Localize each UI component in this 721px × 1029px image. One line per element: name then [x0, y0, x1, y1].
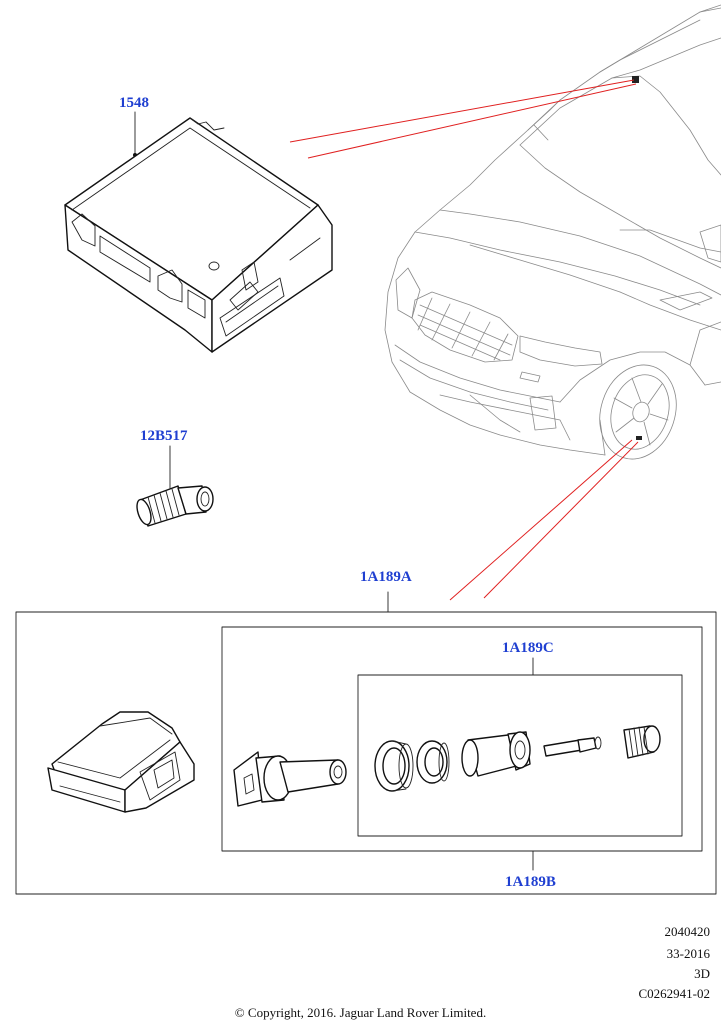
valve-stem-drawing: [233, 751, 347, 807]
vehicle-illustration: [384, 4, 721, 460]
callout-1a189b[interactable]: 1A189B: [505, 874, 556, 890]
callout-1548[interactable]: 1548: [119, 95, 149, 111]
drawing-ref-line-1: 2040420: [664, 924, 711, 939]
tpms-sensor-drawing: [47, 711, 195, 813]
valve-cap-drawing: [136, 445, 214, 527]
kit-service-box: [357, 674, 683, 837]
kit-valve-box: [221, 626, 703, 852]
drawing-ref-line-4: C0262941-02: [638, 986, 711, 1001]
kit-main-box: [15, 611, 717, 895]
drawing-ref-line-3: 3D: [694, 966, 710, 981]
callout-1a189a[interactable]: 1A189A: [360, 569, 412, 585]
callout-12b517[interactable]: 12B517: [140, 428, 188, 444]
callout-1a189c[interactable]: 1A189C: [502, 640, 554, 656]
drawing-ref-line-2: 33-2016: [666, 946, 710, 961]
service-kit-parts-drawing: [374, 725, 661, 792]
leader-lines: [289, 79, 639, 601]
copyright-notice: © Copyright, 2016. Jaguar Land Rover Lim…: [234, 1005, 487, 1020]
tpms-control-module-drawing: [64, 111, 333, 353]
